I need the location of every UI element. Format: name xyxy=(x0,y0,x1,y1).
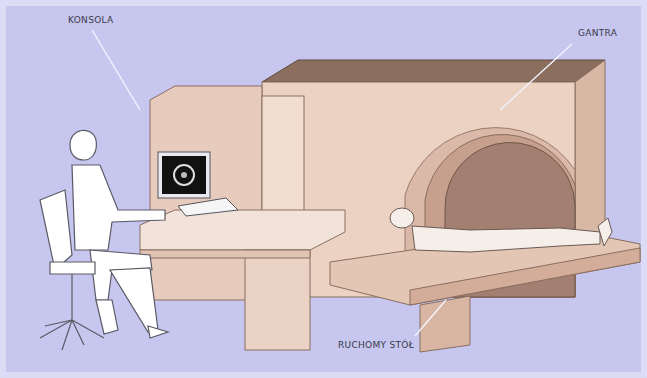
part-label: KONSOLA xyxy=(68,15,114,25)
part-label: RUCHOMY STÓŁ xyxy=(338,340,414,350)
part-label: GANTRA xyxy=(578,28,617,38)
